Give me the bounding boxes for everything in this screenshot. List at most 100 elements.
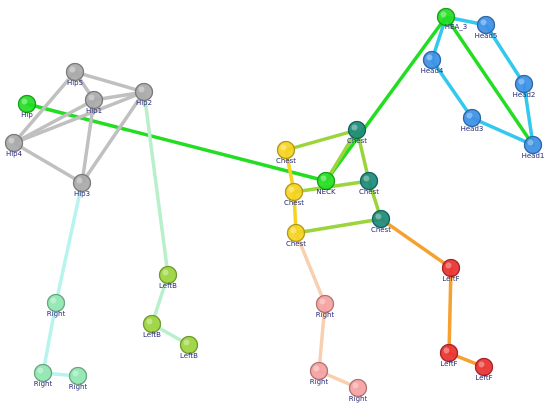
node-rightP3[interactable]: Right bbox=[348, 378, 368, 404]
node-label: Right bbox=[34, 380, 53, 388]
node-hip3[interactable]: Hip3 bbox=[72, 173, 92, 199]
node-circle[interactable] bbox=[84, 90, 104, 110]
node-rightP1[interactable]: Right bbox=[315, 294, 335, 320]
node-head5[interactable]: Head5 bbox=[475, 15, 498, 41]
node-highlight bbox=[290, 227, 297, 234]
node-label: Head3 bbox=[461, 125, 484, 133]
node-circle[interactable] bbox=[359, 171, 379, 191]
node-label: Chest bbox=[359, 188, 379, 196]
edge-hip3-right1 bbox=[54, 181, 84, 305]
node-highlight bbox=[466, 112, 473, 119]
edge-hip1-hip4 bbox=[12, 98, 96, 145]
node-circle[interactable] bbox=[276, 140, 296, 160]
node-circle[interactable] bbox=[17, 94, 37, 114]
node-highlight bbox=[37, 367, 44, 374]
node-circle[interactable] bbox=[439, 343, 459, 363]
node-right3[interactable]: Right bbox=[68, 366, 88, 392]
node-circle[interactable] bbox=[348, 378, 368, 398]
node-chestT2[interactable]: Chest bbox=[359, 171, 379, 197]
node-highlight bbox=[351, 124, 358, 131]
node-label: Hip2 bbox=[136, 99, 152, 107]
node-circle[interactable] bbox=[134, 82, 154, 102]
node-circle[interactable] bbox=[46, 293, 66, 313]
node-head2[interactable]: Head2 bbox=[513, 74, 536, 100]
node-chestY1[interactable]: Chest bbox=[276, 140, 296, 166]
node-label: Head2 bbox=[513, 91, 536, 99]
node-circle[interactable] bbox=[316, 171, 336, 191]
edge-hea3-head1 bbox=[444, 15, 535, 147]
node-hea3[interactable]: HEA_3 bbox=[436, 7, 468, 32]
node-circle[interactable] bbox=[462, 108, 482, 128]
node-highlight bbox=[69, 66, 76, 73]
node-leftf2[interactable]: LeftF bbox=[439, 343, 459, 369]
node-leftf3[interactable]: LeftF bbox=[474, 357, 494, 383]
node-highlight bbox=[138, 86, 145, 93]
node-head1[interactable]: Head1 bbox=[522, 135, 545, 161]
node-circle[interactable] bbox=[514, 74, 534, 94]
node-leftb2[interactable]: LeftB bbox=[142, 314, 162, 340]
node-highlight bbox=[183, 339, 190, 346]
node-highlight bbox=[313, 365, 320, 372]
node-highlight bbox=[443, 347, 450, 354]
edge-hea3-neck bbox=[324, 15, 448, 183]
node-hip2[interactable]: Hip2 bbox=[134, 82, 154, 108]
node-circle[interactable] bbox=[476, 15, 496, 35]
node-circle[interactable] bbox=[179, 335, 199, 355]
node-leftb3[interactable]: LeftB bbox=[179, 335, 199, 361]
node-rightP2[interactable]: Right bbox=[309, 361, 329, 387]
node-right2[interactable]: Right bbox=[33, 363, 53, 389]
edge-head5-head2 bbox=[484, 23, 526, 86]
node-circle[interactable] bbox=[286, 223, 306, 243]
node-circle[interactable] bbox=[142, 314, 162, 334]
node-chestY2[interactable]: Chest bbox=[284, 182, 304, 208]
node-label: Head1 bbox=[522, 152, 545, 160]
node-label: Hip5 bbox=[67, 79, 83, 87]
node-circle[interactable] bbox=[68, 366, 88, 386]
node-head4[interactable]: Head4 bbox=[421, 50, 444, 76]
node-label: Head5 bbox=[475, 32, 498, 40]
node-highlight bbox=[21, 98, 28, 105]
node-leftf1[interactable]: LeftF bbox=[441, 258, 461, 284]
node-label: Chest bbox=[276, 157, 296, 165]
node-label: Chest bbox=[371, 226, 391, 234]
node-circle[interactable] bbox=[65, 62, 85, 82]
node-label: LeftF bbox=[440, 360, 457, 368]
node-circle[interactable] bbox=[284, 182, 304, 202]
node-circle[interactable] bbox=[436, 7, 456, 27]
node-circle[interactable] bbox=[441, 258, 461, 278]
node-highlight bbox=[363, 175, 370, 182]
node-highlight bbox=[518, 78, 525, 85]
node-circle[interactable] bbox=[33, 363, 53, 383]
node-circle[interactable] bbox=[4, 133, 24, 153]
node-label: Chest bbox=[286, 240, 306, 248]
node-right1[interactable]: Right bbox=[46, 293, 66, 319]
node-label: NECK bbox=[316, 188, 336, 196]
node-circle[interactable] bbox=[523, 135, 543, 155]
node-highlight bbox=[146, 318, 153, 325]
node-neck[interactable]: NECK bbox=[316, 171, 336, 197]
node-chestY3[interactable]: Chest bbox=[286, 223, 306, 249]
node-hip1[interactable]: Hip1 bbox=[84, 90, 104, 116]
node-circle[interactable] bbox=[347, 120, 367, 140]
node-highlight bbox=[280, 144, 287, 151]
node-circle[interactable] bbox=[158, 265, 178, 285]
node-leftb1[interactable]: LeftB bbox=[158, 265, 178, 291]
node-hip[interactable]: Hip bbox=[17, 94, 37, 120]
node-highlight bbox=[8, 137, 15, 144]
node-circle[interactable] bbox=[371, 209, 391, 229]
node-circle[interactable] bbox=[72, 173, 92, 193]
node-chestT3[interactable]: Chest bbox=[371, 209, 391, 235]
node-circle[interactable] bbox=[315, 294, 335, 314]
graph-edges bbox=[12, 15, 535, 390]
edge-chestT1-neck bbox=[324, 128, 359, 183]
node-head3[interactable]: Head3 bbox=[461, 108, 484, 134]
node-circle[interactable] bbox=[474, 357, 494, 377]
node-circle[interactable] bbox=[422, 50, 442, 70]
node-circle[interactable] bbox=[309, 361, 329, 381]
node-hip5[interactable]: Hip5 bbox=[65, 62, 85, 88]
node-hip4[interactable]: Hip4 bbox=[4, 133, 24, 159]
node-label: Chest bbox=[284, 199, 304, 207]
node-chestT1[interactable]: Chest bbox=[347, 120, 367, 146]
node-highlight bbox=[527, 139, 534, 146]
